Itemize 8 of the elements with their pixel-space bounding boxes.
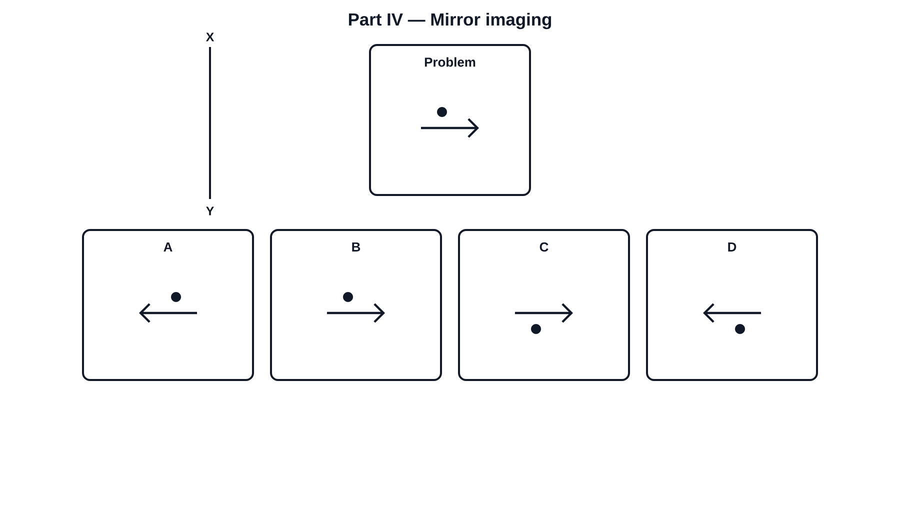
figure-box: D xyxy=(646,229,818,381)
figure-box: Problem xyxy=(369,44,531,196)
figure-box: A xyxy=(82,229,254,381)
line-end-label: X xyxy=(206,32,214,42)
figure-box: B xyxy=(270,229,442,381)
title: Part IV — Mirror imaging xyxy=(348,12,552,30)
figure-box: C xyxy=(458,229,630,381)
line-end-label: Y xyxy=(206,206,214,216)
